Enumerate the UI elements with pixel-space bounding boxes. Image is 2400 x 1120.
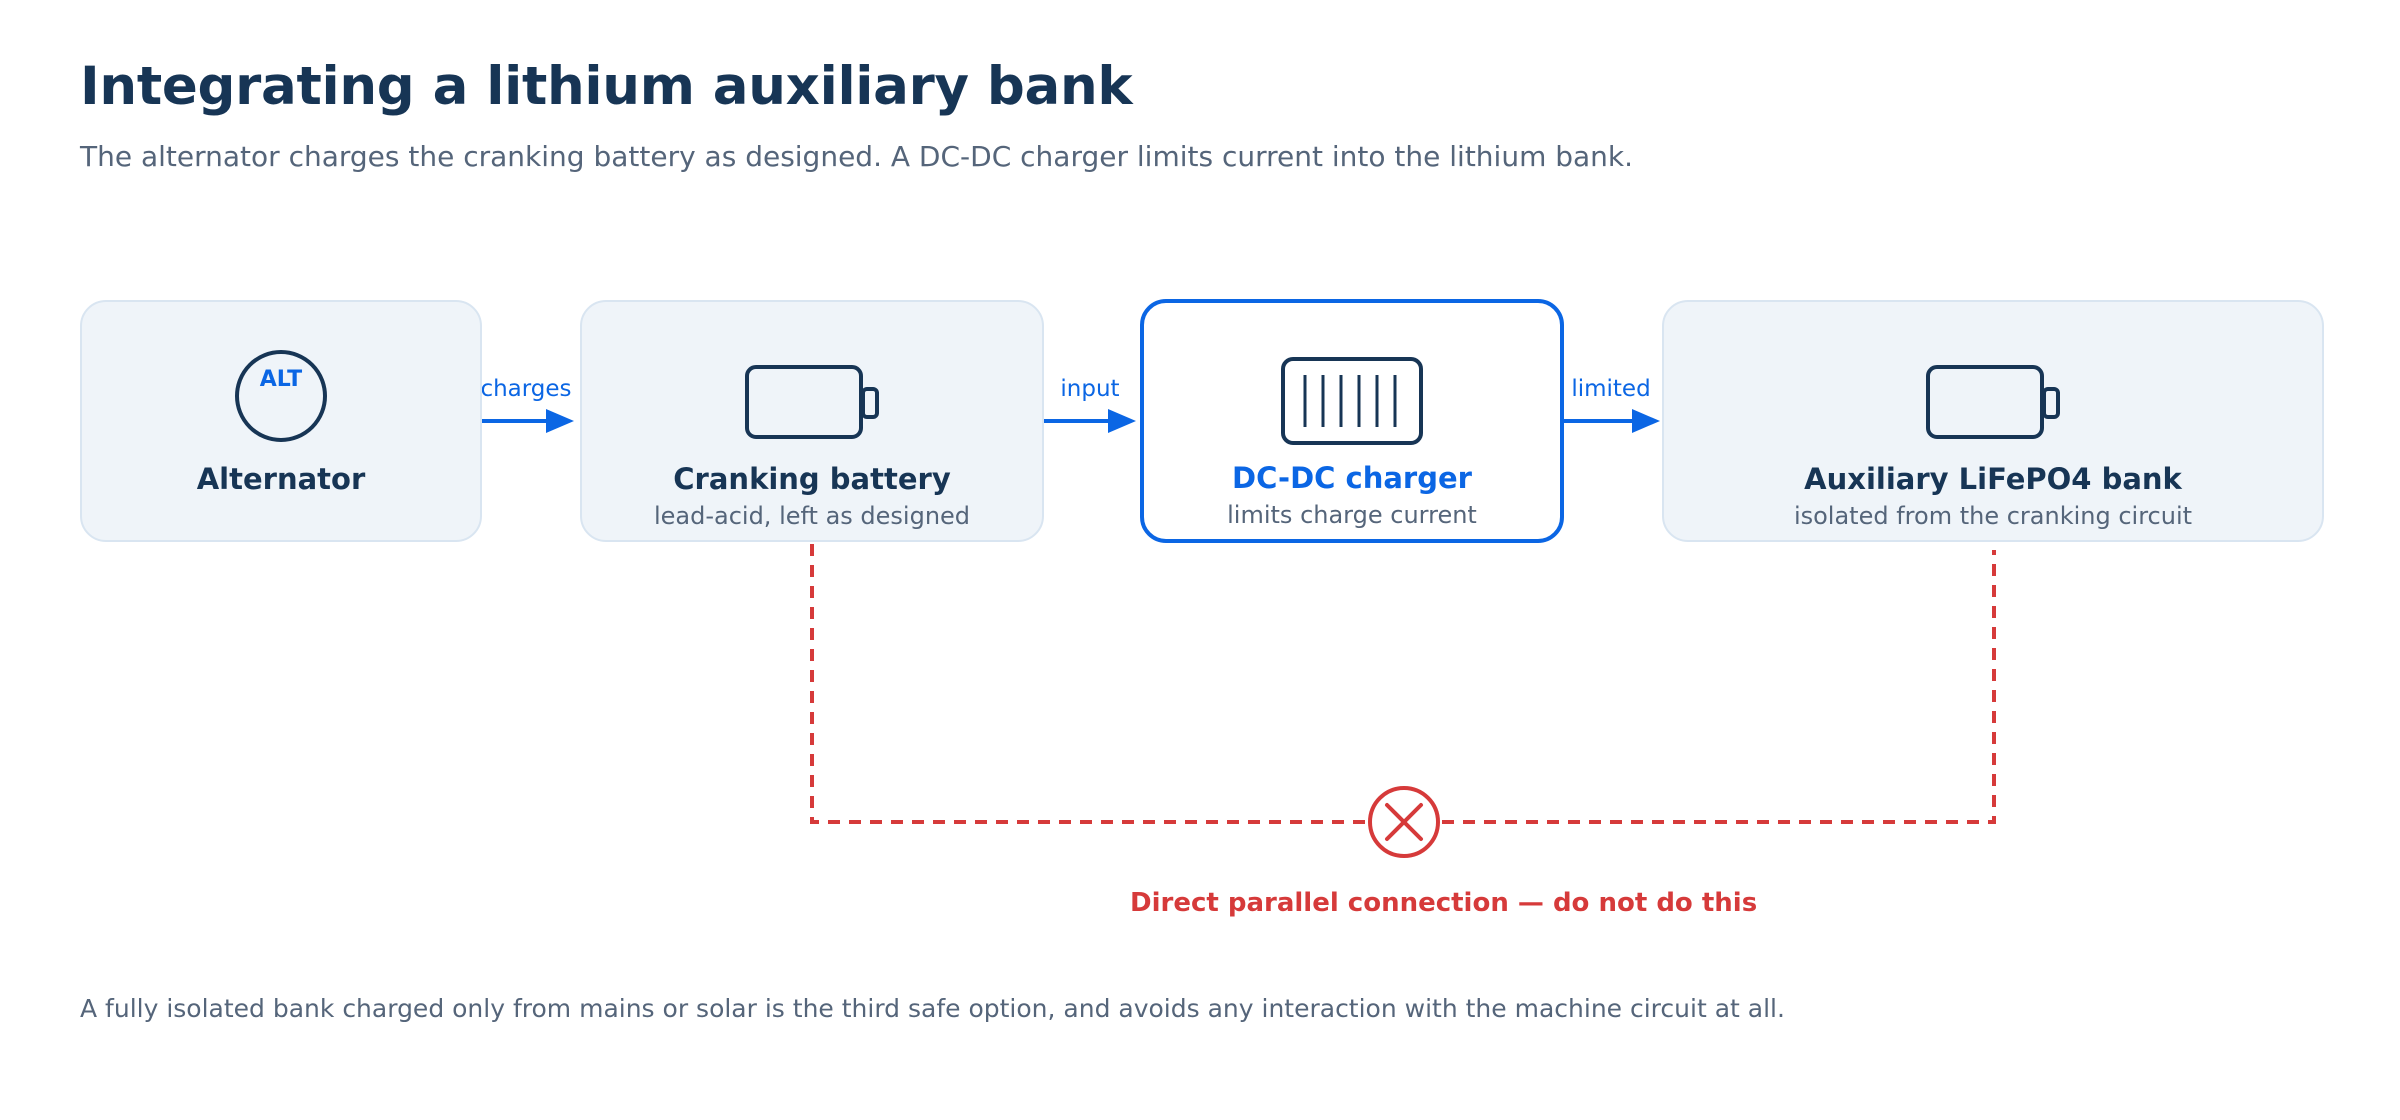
alternator-icon: ALT: [82, 348, 480, 444]
node-dcdc-charger: DC-DC charger limits charge current: [1140, 299, 1564, 543]
node-auxiliary-bank: Auxiliary LiFePO4 bank isolated from the…: [1662, 300, 2324, 542]
node-auxiliary-bank-name: Auxiliary LiFePO4 bank: [1804, 462, 2182, 496]
footer-note: A fully isolated bank charged only from …: [80, 994, 1785, 1023]
parallel-connection-line: [810, 544, 1996, 824]
alternator-icon-text: ALT: [260, 367, 302, 392]
arrow-cranking-to-dcdc: [1044, 409, 1136, 433]
node-auxiliary-bank-desc: isolated from the cranking circuit: [1793, 502, 2193, 530]
node-cranking-battery-desc: lead-acid, left as designed: [653, 502, 971, 530]
node-dcdc-charger-desc: limits charge current: [1227, 501, 1477, 529]
page-subtitle: The alternator charges the cranking batt…: [80, 140, 1634, 173]
x-circle-icon: [1368, 786, 1440, 858]
connection-label-input: input: [1060, 376, 1120, 402]
warning-label: Direct parallel connection — do not do t…: [1130, 888, 1758, 918]
battery-icon: [1664, 362, 2322, 442]
node-alternator-name: Alternator: [196, 462, 366, 496]
charger-icon: [1144, 355, 1560, 447]
node-cranking-battery: Cranking battery lead-acid, left as desi…: [580, 300, 1044, 542]
node-cranking-battery-name: Cranking battery: [673, 462, 951, 496]
connection-label-limited: limited: [1571, 376, 1651, 402]
battery-icon: [582, 362, 1042, 442]
connection-label-charges: charges: [480, 376, 572, 402]
arrow-alternator-to-cranking: [482, 409, 574, 433]
page-title: Integrating a lithium auxiliary bank: [80, 56, 1133, 117]
arrow-dcdc-to-aux: [1564, 409, 1660, 433]
node-dcdc-charger-name: DC-DC charger: [1232, 461, 1472, 495]
node-alternator: ALT Alternator: [80, 300, 482, 542]
